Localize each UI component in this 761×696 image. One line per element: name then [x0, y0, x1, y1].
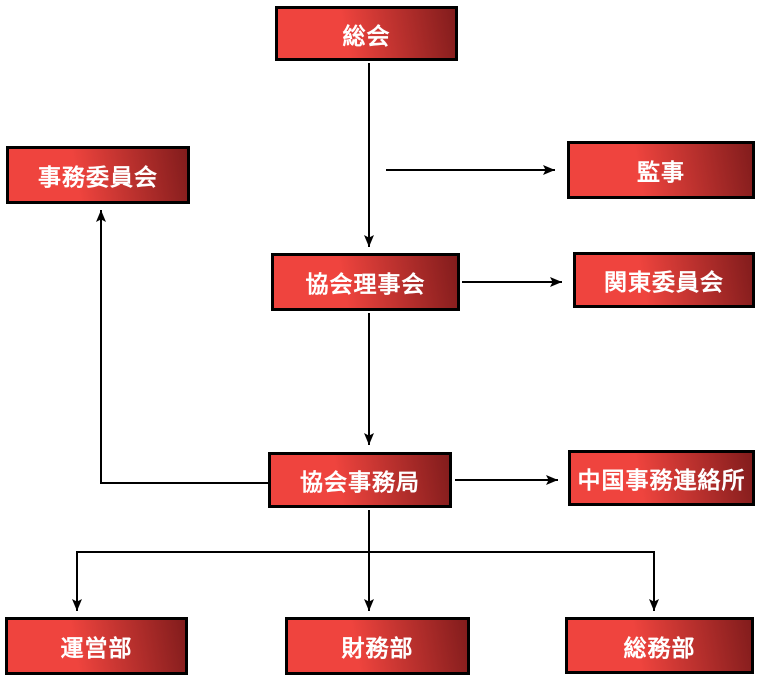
node-general-affairs-dept: 総務部: [565, 617, 754, 674]
node-office-committee: 事務委員会: [6, 146, 190, 204]
edge-association-secretariat-to-office-committee: [96, 210, 268, 484]
node-association-board: 協会理事会: [271, 253, 460, 311]
node-general-assembly-label: 総会: [342, 22, 391, 50]
node-auditors-label: 監事: [637, 159, 685, 186]
node-finance-dept-label: 財務部: [341, 635, 414, 662]
node-finance-dept: 財務部: [285, 617, 470, 675]
node-operations-dept: 運営部: [5, 617, 188, 675]
node-china-liaison-office: 中国事務連絡所: [568, 450, 755, 506]
node-general-assembly: 総会: [275, 6, 458, 61]
node-auditors: 監事: [567, 141, 755, 199]
node-association-board-label: 協会理事会: [305, 271, 426, 298]
node-kanto-committee: 関東委員会: [573, 252, 755, 308]
node-general-affairs-dept-label: 総務部: [623, 634, 696, 662]
node-association-secretariat: 協会事務局: [268, 452, 452, 508]
node-china-liaison-office-label: 中国事務連絡所: [577, 467, 746, 494]
node-operations-dept-label: 運営部: [60, 635, 133, 662]
node-kanto-committee-label: 関東委員会: [604, 269, 724, 296]
node-office-committee-label: 事務委員会: [38, 164, 158, 191]
node-association-secretariat-label: 協会事務局: [300, 469, 420, 496]
